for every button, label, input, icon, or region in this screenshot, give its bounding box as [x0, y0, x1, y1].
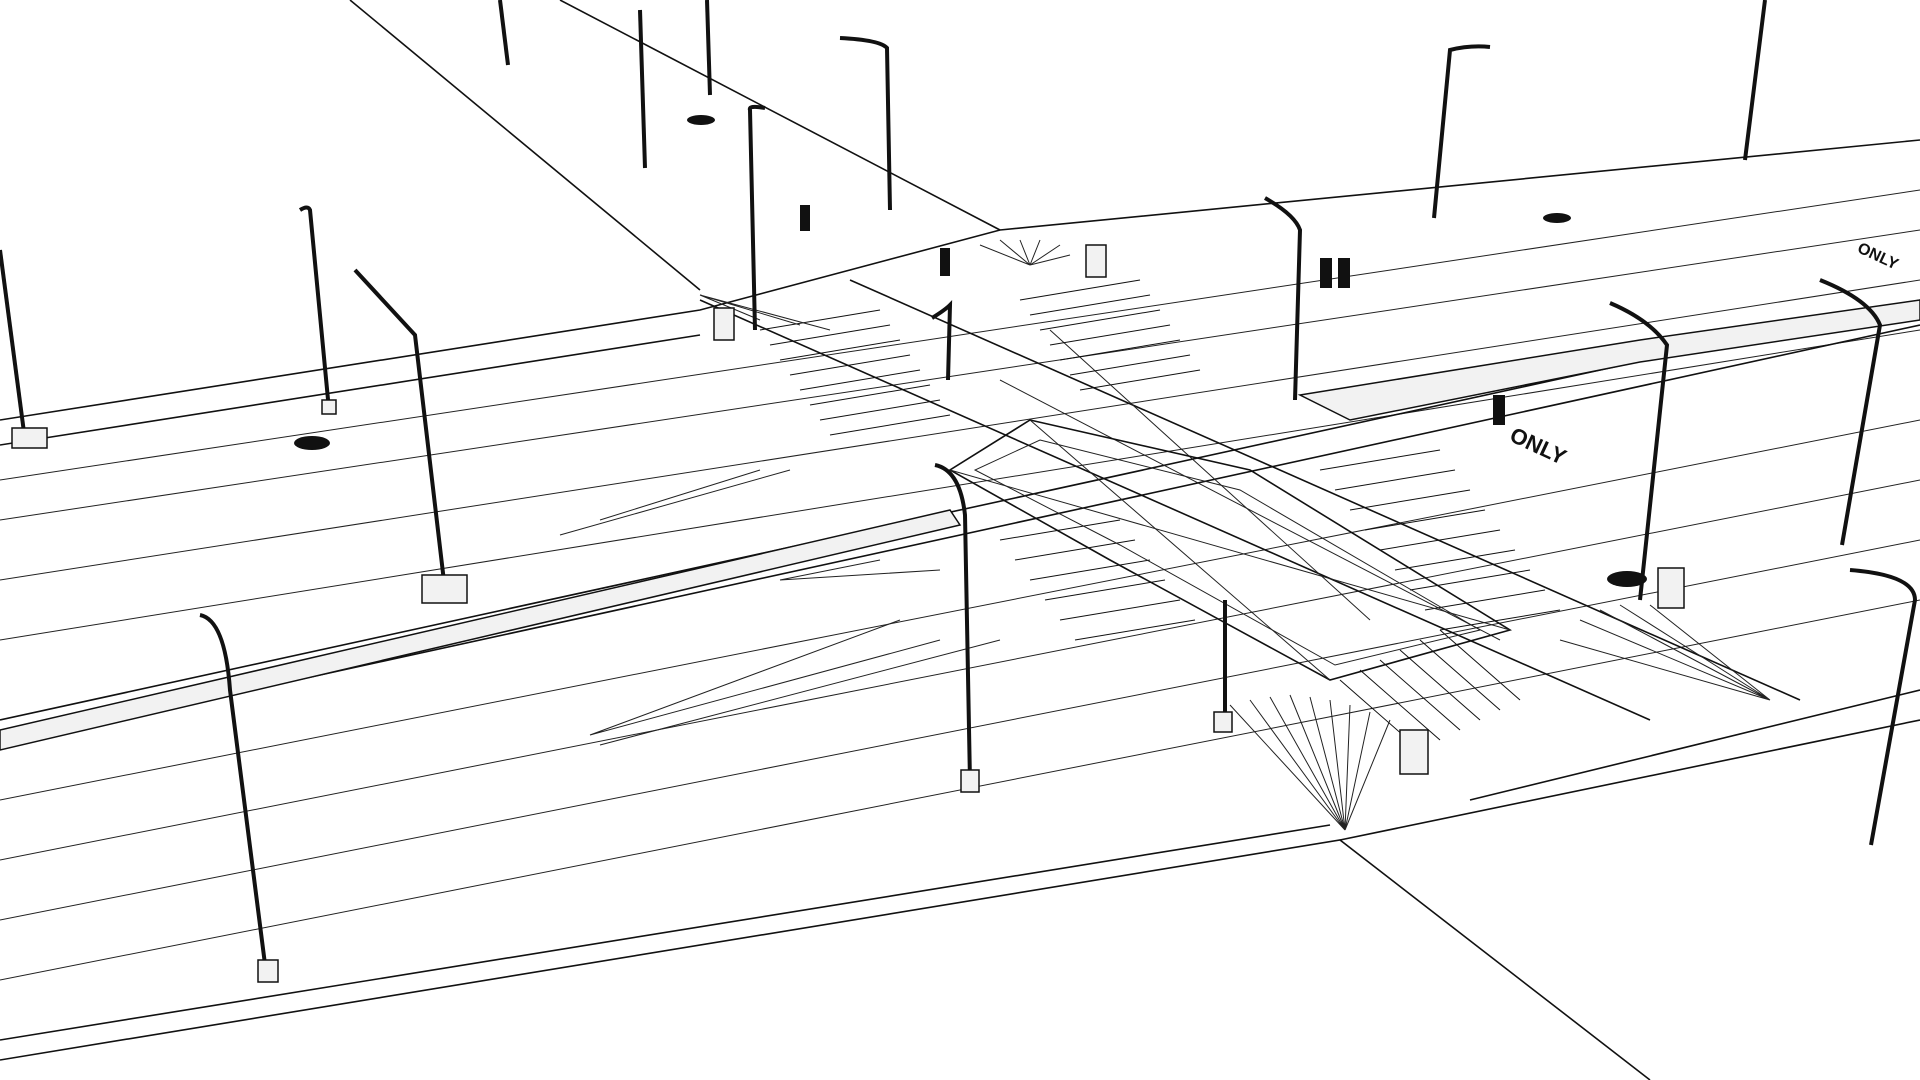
cross-street — [699, 279, 1801, 721]
trash-cans — [713, 244, 1685, 775]
traffic-signals — [800, 205, 1505, 425]
manholes — [294, 115, 1647, 587]
sign-gantries — [0, 249, 468, 604]
curb-fans — [559, 239, 1771, 831]
intersection-center — [948, 419, 1512, 681]
road-marking-only: ONLY — [1506, 422, 1570, 470]
street-lights — [199, 0, 1918, 983]
median — [0, 299, 1920, 751]
road-marking-only-far: ONLY — [1855, 240, 1901, 274]
